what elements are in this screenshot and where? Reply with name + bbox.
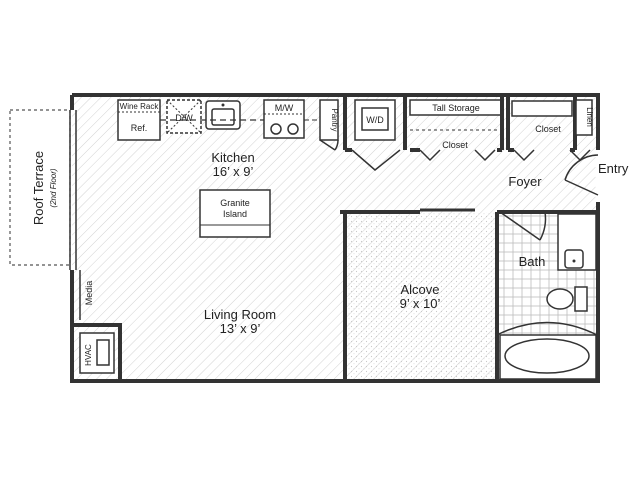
roof-terrace-outline <box>9 109 71 266</box>
toilet-tank <box>574 286 588 312</box>
dw-label: D/W <box>175 113 193 123</box>
living-room-dims: 13’ x 9’ <box>220 321 261 336</box>
ref-label: Ref. <box>131 123 148 133</box>
wd-label: W/D <box>366 115 384 125</box>
pantry-label: Pantry <box>330 108 339 131</box>
mw-label: M/W <box>275 103 294 113</box>
living-room-name: Living Room <box>204 307 276 322</box>
entry-name: Entry <box>598 161 629 176</box>
foyer-name: Foyer <box>508 174 542 189</box>
alcove-dims: 9’ x 10’ <box>400 296 441 311</box>
dishwasher <box>166 99 202 134</box>
pantry <box>319 99 339 141</box>
alcove-name: Alcove <box>400 282 439 297</box>
granite-island <box>199 189 271 238</box>
hvac-label: HVAC <box>84 344 93 366</box>
kitchen-dims: 16’ x 9’ <box>213 164 254 179</box>
roof-terrace-note: (2nd Floor) <box>49 168 58 207</box>
bath-name: Bath <box>519 254 546 269</box>
closet-left-label: Closet <box>442 140 468 150</box>
linen-label: Linen <box>585 107 594 127</box>
kitchen-name: Kitchen <box>211 150 254 165</box>
island-label-2: Island <box>223 209 247 219</box>
closet-right-label: Closet <box>535 124 561 134</box>
alcove-floor <box>345 212 497 381</box>
toilet-bowl <box>546 288 574 310</box>
bath-sink <box>564 249 584 269</box>
island-label-1: Granite <box>220 198 250 208</box>
linen <box>575 99 593 136</box>
wine-rack <box>117 99 161 141</box>
wine-rack-label: Wine Rack <box>120 102 160 111</box>
tall-storage-label: Tall Storage <box>432 103 480 113</box>
roof-terrace-name: Roof Terrace <box>31 151 46 225</box>
media-label: Media <box>84 281 94 306</box>
